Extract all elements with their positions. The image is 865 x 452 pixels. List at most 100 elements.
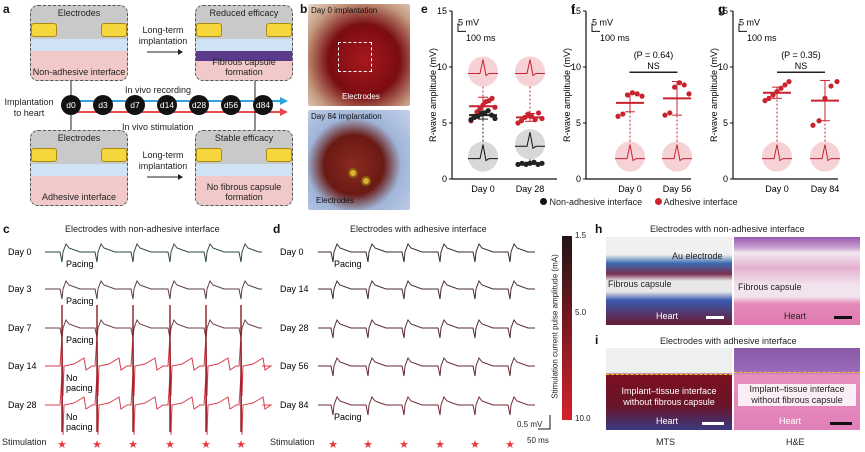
panel-label-h: h (595, 222, 603, 236)
box-title: Reduced efficacy (209, 8, 279, 18)
data-point (527, 160, 533, 166)
pacing-note: No (66, 373, 78, 383)
y-tick-label: 15 (437, 6, 447, 16)
stain-label-mts: MTS (656, 437, 675, 447)
ecg-trace (318, 318, 535, 339)
significance: NS (795, 61, 808, 71)
panel-label-c: c (3, 222, 10, 236)
electrode-pad (101, 148, 127, 162)
data-point (532, 117, 538, 123)
stimulation-star-icon: ★ (128, 439, 138, 451)
scale-bar (830, 422, 852, 425)
electrode-dot (348, 168, 358, 178)
y-axis-label: R-wave amplitude (mV) (562, 48, 572, 142)
y-tick-label: 0 (576, 174, 581, 184)
tissue-layer (31, 176, 127, 205)
data-point (667, 110, 673, 116)
data-point (515, 161, 521, 168)
y-tick-label: 10 (437, 62, 447, 72)
scale-ms: 100 ms (747, 33, 777, 43)
legend-marker-red (654, 198, 662, 205)
data-point (681, 82, 687, 88)
data-point (489, 95, 495, 101)
ecg-trace (318, 242, 535, 263)
colorbar-label: Stimulation current pulse amplitude (mA) (550, 254, 560, 399)
scale-bar (706, 316, 724, 319)
waveform (515, 59, 545, 77)
box-desc: Non-adhesive interface (32, 67, 126, 77)
waveform (810, 144, 840, 162)
stimulation-star-icon: ★ (57, 439, 67, 451)
scale-mv: 0.5 mV (517, 420, 543, 429)
box-desc: Fibrous capsule formation (212, 57, 276, 77)
electrode-pad (31, 23, 57, 37)
data-point (766, 95, 772, 101)
waveform-inset (515, 56, 545, 87)
stimulation-star-icon: ★ (505, 439, 515, 451)
data-point (539, 160, 545, 166)
stain-label-he: H&E (786, 437, 805, 447)
timepoint-node: d7 (125, 95, 145, 115)
day-label: Day 0 (280, 247, 304, 257)
waveform (762, 144, 792, 162)
panel-label-i: i (595, 333, 599, 347)
day-label: Day 3 (8, 284, 32, 294)
tissue-layer (31, 51, 127, 80)
arrow-head (178, 49, 183, 55)
y-tick-label: 10 (718, 62, 728, 72)
photo-caption: Day 0 implantation (311, 6, 378, 15)
electrode-pad (266, 148, 292, 162)
hydrogel-layer (31, 39, 127, 51)
waveform (615, 144, 645, 162)
x-tick-label: Day 84 (811, 184, 840, 194)
day-label: Day 28 (280, 323, 309, 333)
data-point (762, 98, 768, 104)
data-point (778, 85, 784, 91)
hydrogel-layer (196, 39, 292, 51)
data-point (686, 91, 692, 97)
scale-bar (738, 23, 747, 32)
colorbar-tick: 1.5 (575, 231, 587, 240)
waveform-inset (468, 56, 498, 87)
data-point (535, 110, 542, 116)
scale-bar (457, 23, 466, 32)
arrow-label-bottom: Long-term implantation (138, 150, 188, 171)
non-adhesive-box: Electrodes Non-adhesive interface (30, 5, 128, 81)
waveform (515, 132, 545, 150)
electrode-pad (196, 23, 222, 37)
box-title: Stable efficacy (214, 133, 274, 143)
fibrous-capsule-layer (196, 51, 292, 61)
y-axis-label: R-wave amplitude (mV) (709, 48, 719, 142)
timepoint-node: d0 (61, 95, 81, 115)
data-point (816, 118, 822, 124)
waveform-inset (662, 141, 692, 172)
data-point (522, 114, 528, 120)
mts-adhesive-image: Implant–tissue interface without fibrous… (606, 348, 732, 430)
stimulation-label-c: Stimulation (2, 437, 47, 447)
scale-ms: 50 ms (527, 436, 549, 445)
stimulation-star-icon: ★ (399, 439, 409, 451)
data-point (662, 112, 668, 118)
stable-efficacy-box: Stable efficacy No fibrous capsule forma… (195, 130, 293, 206)
y-tick-label: 5 (723, 118, 728, 128)
scale-bar (538, 415, 551, 430)
data-point (492, 115, 498, 122)
waveform-inset (515, 129, 545, 160)
panel-d-title: Electrodes with adhesive interface (350, 224, 487, 234)
data-point (474, 109, 480, 115)
pacing-note: pacing (66, 422, 93, 432)
heart-label: Heart (656, 416, 679, 426)
colorbar (562, 236, 572, 420)
data-point (518, 118, 525, 124)
fibrous-capsule-label: Fibrous capsule (738, 282, 802, 292)
timepoint-node: d14 (157, 95, 177, 115)
y-axis-label: R-wave amplitude (mV) (428, 48, 438, 142)
day84-photo: Day 84 implantation Electrodes (308, 110, 410, 210)
ecg-trace (45, 318, 262, 339)
electrodes-label: Electrodes (342, 92, 380, 101)
data-point (539, 115, 545, 122)
pacing-note: Pacing (66, 296, 94, 306)
ecg-trace (45, 279, 262, 300)
data-point (480, 102, 486, 108)
